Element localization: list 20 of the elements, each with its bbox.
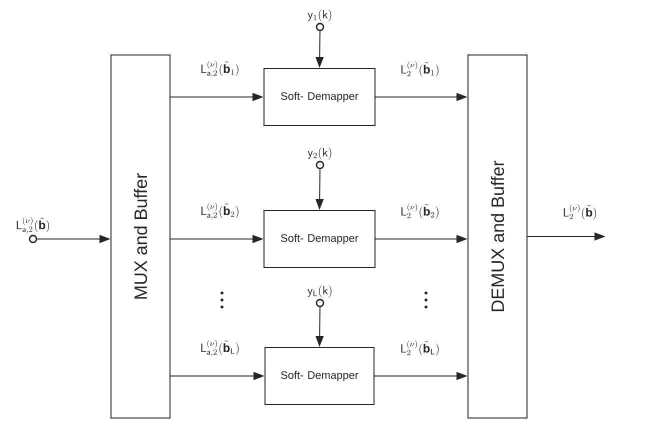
edge-label: $\mathsf{L}_{2}^{(\nu)}(\tilde{\mathbf{b}}_2)$ xyxy=(399,202,441,220)
node-label: $\mathsf{L}_{\mathsf{a},2}^{(\nu)}(\tilde{\mathbf{b}})$ xyxy=(16,217,50,234)
edge-label: $\mathsf{L}_{2}^{(\nu)}(\tilde{\mathbf{b}}_1)$ xyxy=(399,60,441,78)
node-label: $\mathsf{y}_2(\mathsf{k})$ xyxy=(308,147,332,160)
edge-label: $\mathsf{L}_{2}^{(\nu)}(\tilde{\mathbf{b}}_\mathsf{L})$ xyxy=(399,339,441,357)
process-box: Soft- Demapper xyxy=(264,68,376,126)
input-terminal: $\mathsf{y}_2(\mathsf{k})$ xyxy=(308,147,332,170)
node-label: $\mathsf{y}_\mathsf{L}(\mathsf{k})$ xyxy=(308,285,332,298)
input-terminal: $\mathsf{y}_1(\mathsf{k})$ xyxy=(308,9,332,32)
edge-label: $\mathsf{L}_{\mathsf{a},2}^{(\nu)}(\tilde{\mathbf{b}}_\mathsf{L})$ xyxy=(199,338,241,358)
edge-label: $\mathsf{L}_{\mathsf{a},2}^{(\nu)}(\tilde{\mathbf{b}}_1)$ xyxy=(199,60,241,78)
input-terminal: $\mathsf{y}_\mathsf{L}(\mathsf{k})$ xyxy=(308,285,332,308)
process-box: Soft- Demapper xyxy=(264,210,376,268)
buffer-block: MUX and Buffer xyxy=(110,54,170,418)
node-label: $\mathsf{y}_1(\mathsf{k})$ xyxy=(308,9,332,22)
edge-label: $\mathsf{L}_{\mathsf{a},2}^{(\nu)}(\tilde{\mathbf{b}}_2)$ xyxy=(199,202,241,220)
edge-label: $\mathsf{L}_{2}^{(\nu)}(\tilde{\mathbf{b}})$ xyxy=(562,203,598,221)
buffer-block: DEMUX and Buffer xyxy=(468,54,528,418)
input-terminal: $\mathsf{L}_{\mathsf{a},2}^{(\nu)}(\tilde{\mathbf{b}})$ xyxy=(16,217,50,244)
process-box: Soft- Demapper xyxy=(264,347,374,405)
